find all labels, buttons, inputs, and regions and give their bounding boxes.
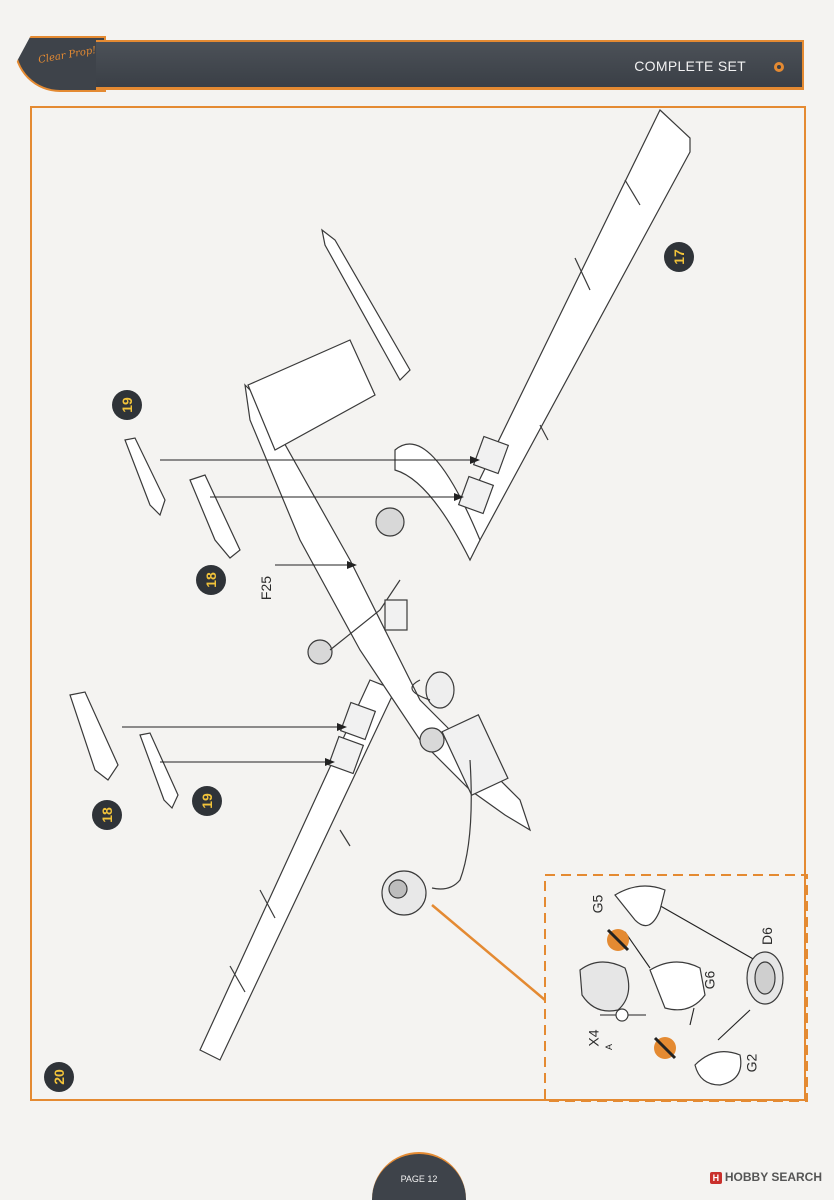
step-18-bottom-badge: 18 [92,800,122,830]
header-title: COMPLETE SET [634,58,746,74]
part-x4-dome [579,961,630,1012]
bomb-18-top [189,474,241,559]
part-label-g6: G6 [701,970,718,990]
detail-callout-leader [431,904,546,1001]
pylon-right-2 [457,475,495,515]
gear-strut [329,579,401,651]
pylon-left-1 [339,701,377,741]
page-number: PAGE 12 [400,1174,438,1184]
arrow-heads [325,456,480,766]
main-wheel-2 [307,639,333,665]
turret-leader [411,679,472,890]
pylon-right-1 [472,435,510,475]
part-g5 [614,885,666,927]
sensor-lens [388,879,408,899]
step-19-top-badge: 19 [112,390,142,420]
fence-r1 [624,179,641,206]
fence-r3 [539,424,549,441]
detail-callout-box [544,874,808,1102]
wing-root [394,443,481,562]
part-label-f25: F25 [258,575,275,601]
aircraft-drawing [199,109,691,1061]
watermark-icon: H [709,1172,722,1184]
nose-wheel [419,727,445,753]
detail-parts [579,885,784,1086]
part-g6 [649,961,706,1011]
pylon-left-2 [327,735,365,775]
part-label-x4-mark: A [604,1043,615,1051]
fence-r2 [574,257,591,291]
header-dot-icon [774,62,784,72]
part-label-g5: G5 [589,894,606,914]
paint-markers [606,928,677,1060]
part-g2 [694,1051,742,1086]
part-label-d6: D6 [758,927,775,945]
fence-l2 [229,965,246,993]
part-label-x4: X4 [585,1029,602,1047]
missile-19-bottom [139,732,179,810]
stores [69,437,241,810]
tail-surface [247,339,376,451]
fence-l3 [339,829,351,847]
missile-19-top [124,437,166,517]
part-x4-small [615,1008,629,1022]
tail-boom [321,228,411,381]
gear-bay [384,599,408,631]
fence-l1 [259,889,276,919]
step-18-top-badge: 18 [196,565,226,595]
step-17-badge: 17 [664,242,694,272]
page-header: COMPLETE SET [96,40,804,90]
watermark-text: HOBBY SEARCH [724,1170,822,1184]
step-20-badge: 20 [44,1062,74,1092]
step-19-bottom-badge: 19 [192,786,222,816]
part-label-g2: G2 [743,1053,760,1073]
bomb-18-bottom [69,691,119,781]
instruction-frame [30,106,806,1101]
wing-right [454,109,691,541]
intake-dome [425,671,455,709]
main-wheel-1 [375,507,405,537]
nose-bay [441,714,509,796]
